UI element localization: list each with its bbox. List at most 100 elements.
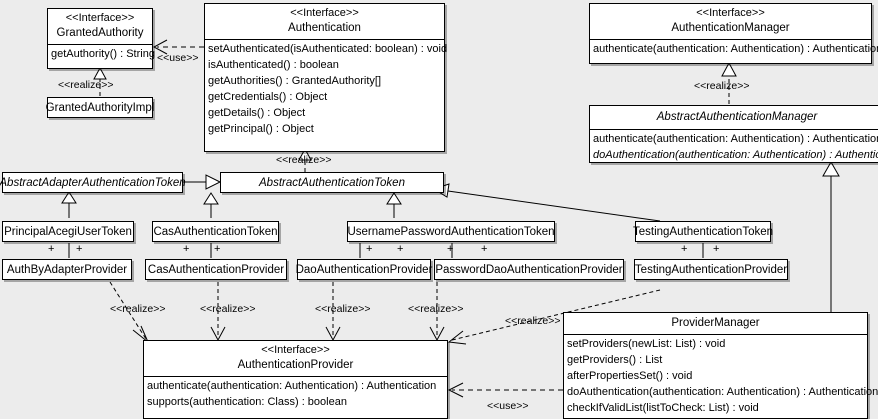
class-name: AuthenticationProvider [237,359,354,371]
class-header: DaoAuthenticationProvider [296,260,433,279]
stereotype-label: <<Interface>> [261,344,330,356]
class-authentication-manager[interactable]: <<Interface>> AuthenticationManager auth… [589,3,878,64]
class-name: CasAuthenticationToken [153,225,278,238]
operations-compartment: authenticate(authentication: Authenticat… [590,129,878,164]
class-granted-authority[interactable]: <<Interface>> GrantedAuthority getAuthor… [47,8,155,69]
association-role-marker: + [481,243,488,255]
class-name: UsernamePasswordAuthenticationToken [347,225,555,238]
class-header: GrantedAuthorityImpl [45,98,155,117]
class-header: TestingAuthenticationToken [633,222,774,241]
class-name: TestingAuthenticationToken [633,225,774,238]
edge-label-realize-casauthenticationprovider: <<realize>> [200,303,256,315]
class-password-dao-authentication-provider[interactable]: PasswordDaoAuthenticationProvider [434,259,624,280]
edge-label-realize-daoauthenticationprovider: <<realize>> [315,303,371,315]
class-header: CasAuthenticationToken [153,222,278,241]
class-granted-authority-impl[interactable]: GrantedAuthorityImpl [45,97,155,118]
operation: doAuthentication(authentication: Authent… [567,386,878,398]
stereotype-label: <<Interface>> [65,12,135,24]
class-header: ProviderManager [564,313,867,334]
class-name: GrantedAuthorityImpl [45,101,155,114]
operations-compartment: authenticate(authentication: Authenticat… [144,376,447,411]
class-name: PasswordDaoAuthenticationProvider [435,263,623,276]
class-name: AbstractAuthenticationManager [656,111,818,123]
class-header: <<Interface>> AuthenticationProvider [144,341,447,376]
class-cas-authentication-token[interactable]: CasAuthenticationToken [152,221,279,242]
operations-compartment: getAuthority() : String [48,44,155,63]
operation: authenticate(authentication: Authenticat… [147,380,437,392]
class-abstract-authentication-manager[interactable]: AbstractAuthenticationManager authentica… [589,105,878,163]
operation: setProviders(newList: List) : void [567,338,726,350]
class-provider-manager[interactable]: ProviderManager setProviders(newList: Li… [563,312,878,419]
class-dao-authentication-provider[interactable]: DaoAuthenticationProvider [296,259,433,280]
class-principal-acegi-user-token[interactable]: PrincipalAcegiUserToken [2,221,134,242]
class-name: Authentication [288,22,361,34]
class-header: PrincipalAcegiUserToken [3,222,133,241]
operation: getPrincipal() : Object [208,123,314,135]
stereotype-label: <<Interface>> [696,7,765,19]
association-role-marker: + [447,243,454,255]
class-name: CasAuthenticationProvider [147,263,285,276]
operation: isAuthenticated() : boolean [208,59,339,71]
class-name: AuthenticationManager [671,22,790,34]
class-username-password-authentication-token[interactable]: UsernamePasswordAuthenticationToken [347,221,555,242]
class-header: CasAuthenticationProvider [146,260,286,279]
class-cas-authentication-provider[interactable]: CasAuthenticationProvider [145,259,287,280]
class-testing-authentication-provider[interactable]: TestingAuthenticationProvider [634,259,788,280]
operations-compartment: setProviders(newList: List) : void getPr… [564,334,878,417]
operation: supports(authentication: Class) : boolea… [147,396,347,408]
class-authentication-provider[interactable]: <<Interface>> AuthenticationProvider aut… [143,340,448,419]
operations-compartment: setAuthenticated(isAuthenticated: boolea… [205,39,447,138]
class-authentication[interactable]: <<Interface>> Authentication setAuthenti… [204,3,447,152]
class-name: AuthByAdapterProvider [6,263,128,276]
association-role-marker: + [397,243,404,255]
edge-label-realize-testingauthenticationprovider: <<realize>> [505,315,561,327]
association-role-marker: + [76,243,83,255]
association-role-marker: + [214,243,221,255]
operation: doAuthentication(authentication: Authent… [593,149,878,161]
class-header: AbstractAuthenticationToken [221,173,443,192]
edge-label-use-providermanager-authenticationprovider: <<use>> [487,400,529,412]
class-name: AbstractAdapterAuthenticationToken [0,176,186,189]
operation: authenticate(authentication: Authenticat… [593,43,878,55]
operation: checkIfValidList(listToCheck: List) : vo… [567,402,759,414]
class-header: PasswordDaoAuthenticationProvider [435,260,623,279]
edge-label-realize-abstractauthenticationmanager: <<realize>> [694,80,750,92]
class-name: GrantedAuthority [56,27,144,39]
operation: getAuthorities() : GrantedAuthority[] [208,75,382,87]
association-role-marker: + [681,243,688,255]
class-name: PrincipalAcegiUserToken [4,225,132,238]
stereotype-label: <<Interface>> [290,7,359,19]
class-name: TestingAuthenticationProvider [634,263,788,276]
class-name: ProviderManager [671,317,760,329]
operations-compartment: authenticate(authentication: Authenticat… [590,39,878,58]
edge-label-realize-passworddaoauthenticationprovider: <<realize>> [408,303,464,315]
edge-label-use-authentication-grantedauthority: <<use>> [157,52,199,64]
class-name: AbstractAuthenticationToken [259,176,405,189]
association-role-marker: + [183,243,190,255]
class-header: <<Interface>> GrantedAuthority [48,9,152,44]
association-role-marker: + [366,243,373,255]
class-testing-authentication-token[interactable]: TestingAuthenticationToken [633,221,774,242]
class-header: <<Interface>> AuthenticationManager [590,4,871,39]
class-header: UsernamePasswordAuthenticationToken [347,222,555,241]
class-header: AbstractAdapterAuthenticationToken [0,173,186,192]
association-role-marker: + [48,243,55,255]
operation: afterPropertiesSet() : void [567,370,693,382]
edge-label-realize-grantedauthorityimpl: <<realize>> [58,79,114,91]
operation: getAuthority() : String [51,48,155,60]
operation: getDetails() : Object [208,107,306,119]
operation: getProviders() : List [567,354,663,366]
class-header: AbstractAuthenticationManager [590,106,878,129]
class-header: <<Interface>> Authentication [205,4,444,39]
class-auth-by-adapter-provider[interactable]: AuthByAdapterProvider [2,259,132,280]
association-role-marker: + [713,243,720,255]
edge-label-realize-authbyadapterprovider: <<realize>> [110,303,166,315]
class-abstract-adapter-authentication-token[interactable]: AbstractAdapterAuthenticationToken [0,172,186,193]
class-abstract-authentication-token[interactable]: AbstractAuthenticationToken [220,172,444,193]
operation: authenticate(authentication: Authenticat… [593,133,878,145]
class-header: TestingAuthenticationProvider [635,260,787,279]
operation: getCredentials() : Object [208,91,328,103]
edge-label-realize-abstractauthenticationtoken: <<realize>> [276,154,332,166]
class-header: AuthByAdapterProvider [3,260,131,279]
